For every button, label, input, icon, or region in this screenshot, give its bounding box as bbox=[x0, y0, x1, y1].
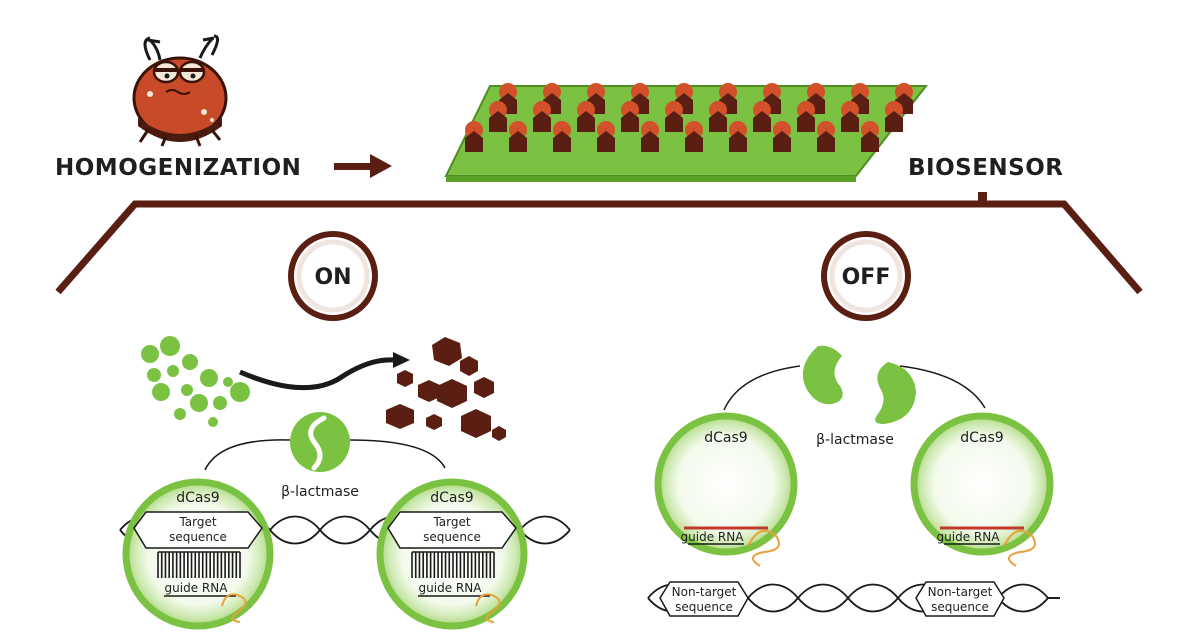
on-left-target-line2: sequence bbox=[169, 530, 227, 544]
receptor-body bbox=[709, 111, 727, 132]
enzyme-right-half bbox=[875, 362, 916, 424]
on-state-label: ON bbox=[314, 265, 351, 290]
off-left-guide-label: guide RNA bbox=[681, 530, 745, 544]
receptor-body bbox=[797, 111, 815, 132]
off-protein-label: β-lactmase bbox=[816, 432, 894, 448]
receptor-body bbox=[773, 131, 791, 152]
receptor-body bbox=[665, 111, 683, 132]
receptor-body bbox=[597, 131, 615, 152]
base-pairing bbox=[411, 551, 495, 578]
receptor-body bbox=[489, 111, 507, 132]
on-right-target-line1: Target bbox=[432, 515, 470, 529]
receptor-body bbox=[621, 111, 639, 132]
off-right-nontarget-line2: sequence bbox=[931, 600, 989, 614]
receptor-body bbox=[729, 131, 747, 152]
beta-lactamase-icon bbox=[204, 412, 446, 472]
off-right-cas-label: dCas9 bbox=[960, 430, 1003, 446]
receptor-body bbox=[577, 111, 595, 132]
receptor-body bbox=[509, 131, 527, 152]
receptor-body bbox=[817, 131, 835, 152]
on-protein-label: β-lactmase bbox=[281, 484, 359, 500]
homogenization-label: HOMOGENIZATION bbox=[55, 155, 301, 181]
receptor-body bbox=[553, 131, 571, 152]
receptor-body bbox=[465, 131, 483, 152]
on-left-cas-label: dCas9 bbox=[176, 490, 219, 506]
enzyme-left-half bbox=[802, 345, 843, 405]
substrate-dots bbox=[141, 336, 250, 427]
receptor-body bbox=[753, 111, 771, 132]
on-right-target-line2: sequence bbox=[423, 530, 481, 544]
off-dna-helix: Non-target sequence Non-target sequence bbox=[647, 581, 1060, 617]
mite-icon bbox=[132, 34, 228, 147]
off-badge: OFF bbox=[821, 231, 911, 321]
base-pairing bbox=[157, 551, 241, 578]
on-right-cas-label: dCas9 bbox=[430, 490, 473, 506]
conversion-arrow-icon bbox=[239, 352, 410, 391]
bracket-line bbox=[55, 192, 1143, 295]
receptor-body bbox=[885, 111, 903, 132]
on-left-cell: dCas9 Target sequence guide RNA bbox=[122, 478, 274, 630]
biosensor-label: BIOSENSOR bbox=[908, 155, 1064, 181]
on-left-target-line1: Target bbox=[178, 515, 216, 529]
receptor-array bbox=[465, 83, 913, 152]
on-left-guide-label: guide RNA bbox=[165, 581, 229, 595]
off-left-nontarget-line2: sequence bbox=[675, 600, 733, 614]
off-right-guide-label: guide RNA bbox=[937, 530, 1001, 544]
biosensor-plate bbox=[444, 83, 929, 182]
on-right-cell: dCas9 Target sequence guide RNA bbox=[376, 478, 528, 630]
product-hexagons bbox=[386, 337, 506, 441]
receptor-body bbox=[533, 111, 551, 132]
off-left-cell: dCas9 guide RNA bbox=[654, 412, 798, 567]
off-left-cas-label: dCas9 bbox=[704, 430, 747, 446]
receptor-body bbox=[841, 111, 859, 132]
off-split-enzyme bbox=[723, 345, 986, 424]
off-right-cell: dCas9 guide RNA bbox=[910, 412, 1054, 567]
receptor-body bbox=[685, 131, 703, 152]
receptor-body bbox=[861, 131, 879, 152]
off-state-label: OFF bbox=[842, 265, 891, 290]
off-right-nontarget-line1: Non-target bbox=[928, 585, 993, 599]
on-right-guide-label: guide RNA bbox=[419, 581, 483, 595]
on-badge: ON bbox=[288, 231, 378, 321]
off-left-nontarget-line1: Non-target bbox=[672, 585, 737, 599]
right-arrow-icon bbox=[334, 154, 392, 178]
receptor-body bbox=[641, 131, 659, 152]
